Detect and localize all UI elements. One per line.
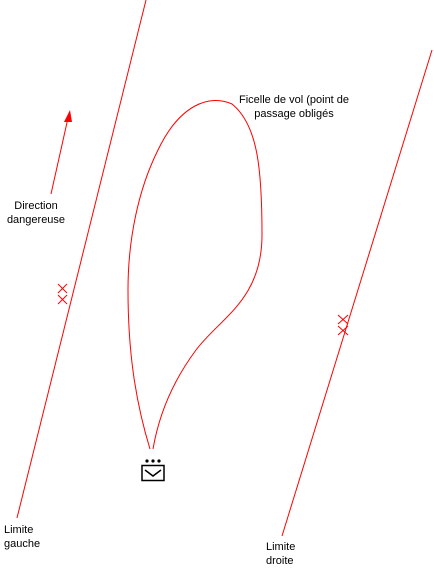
left-cross-markers: [57, 283, 68, 305]
direction-arrow-icon: [50, 110, 72, 195]
flight-path-label: Ficelle de vol (point de passage obligés: [238, 94, 350, 120]
flight-path-loop: [127, 100, 263, 450]
right-limit-line: [281, 49, 433, 537]
left-limit-label: Limite gauche: [4, 524, 41, 550]
pilot-station-icon: [141, 459, 165, 482]
left-limit-line: [16, 0, 147, 519]
right-cross-markers: [337, 314, 349, 336]
direction-label: Direction dangereuse: [6, 200, 66, 226]
right-limit-label: Limite droite: [266, 541, 296, 567]
